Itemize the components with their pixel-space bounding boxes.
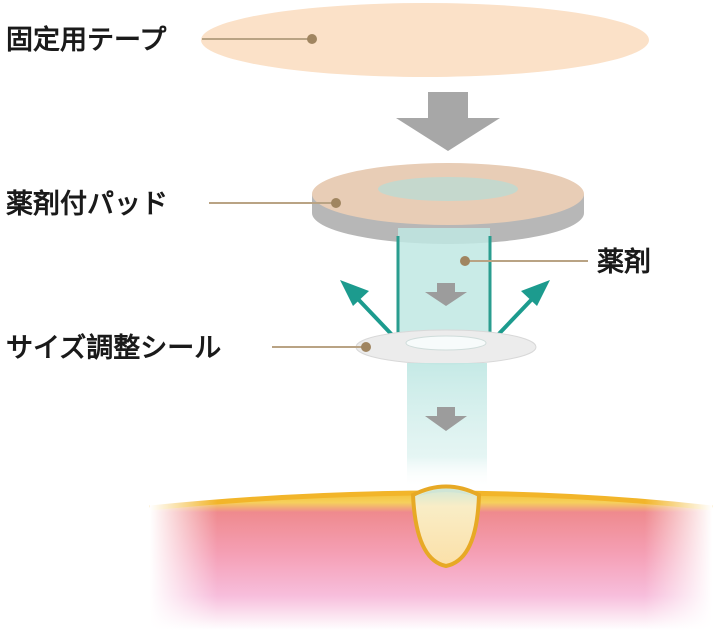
leader-pad — [209, 198, 341, 208]
leader-medicine — [460, 256, 588, 266]
leader-tape — [202, 34, 317, 44]
fixing-tape — [201, 3, 649, 77]
size-adjust-seal — [355, 329, 537, 365]
spread-arrow-right-icon — [492, 280, 550, 341]
beam-down-arrow-icon — [425, 407, 467, 431]
small-down-arrow-icon — [425, 283, 467, 306]
spread-arrow-left-icon — [340, 280, 398, 341]
down-arrow-icon — [396, 92, 500, 151]
skin-layers — [149, 470, 713, 630]
label-medicated-pad: 薬剤付パッド — [6, 188, 168, 220]
skin-bump — [410, 484, 482, 569]
medicated-pad — [312, 163, 584, 244]
leader-seal — [272, 342, 371, 352]
medicine-column — [396, 228, 492, 347]
label-medicine: 薬剤 — [597, 246, 651, 278]
label-fixing-tape: 固定用テープ — [6, 24, 167, 56]
label-size-adjust-seal: サイズ調整シール — [6, 332, 221, 364]
